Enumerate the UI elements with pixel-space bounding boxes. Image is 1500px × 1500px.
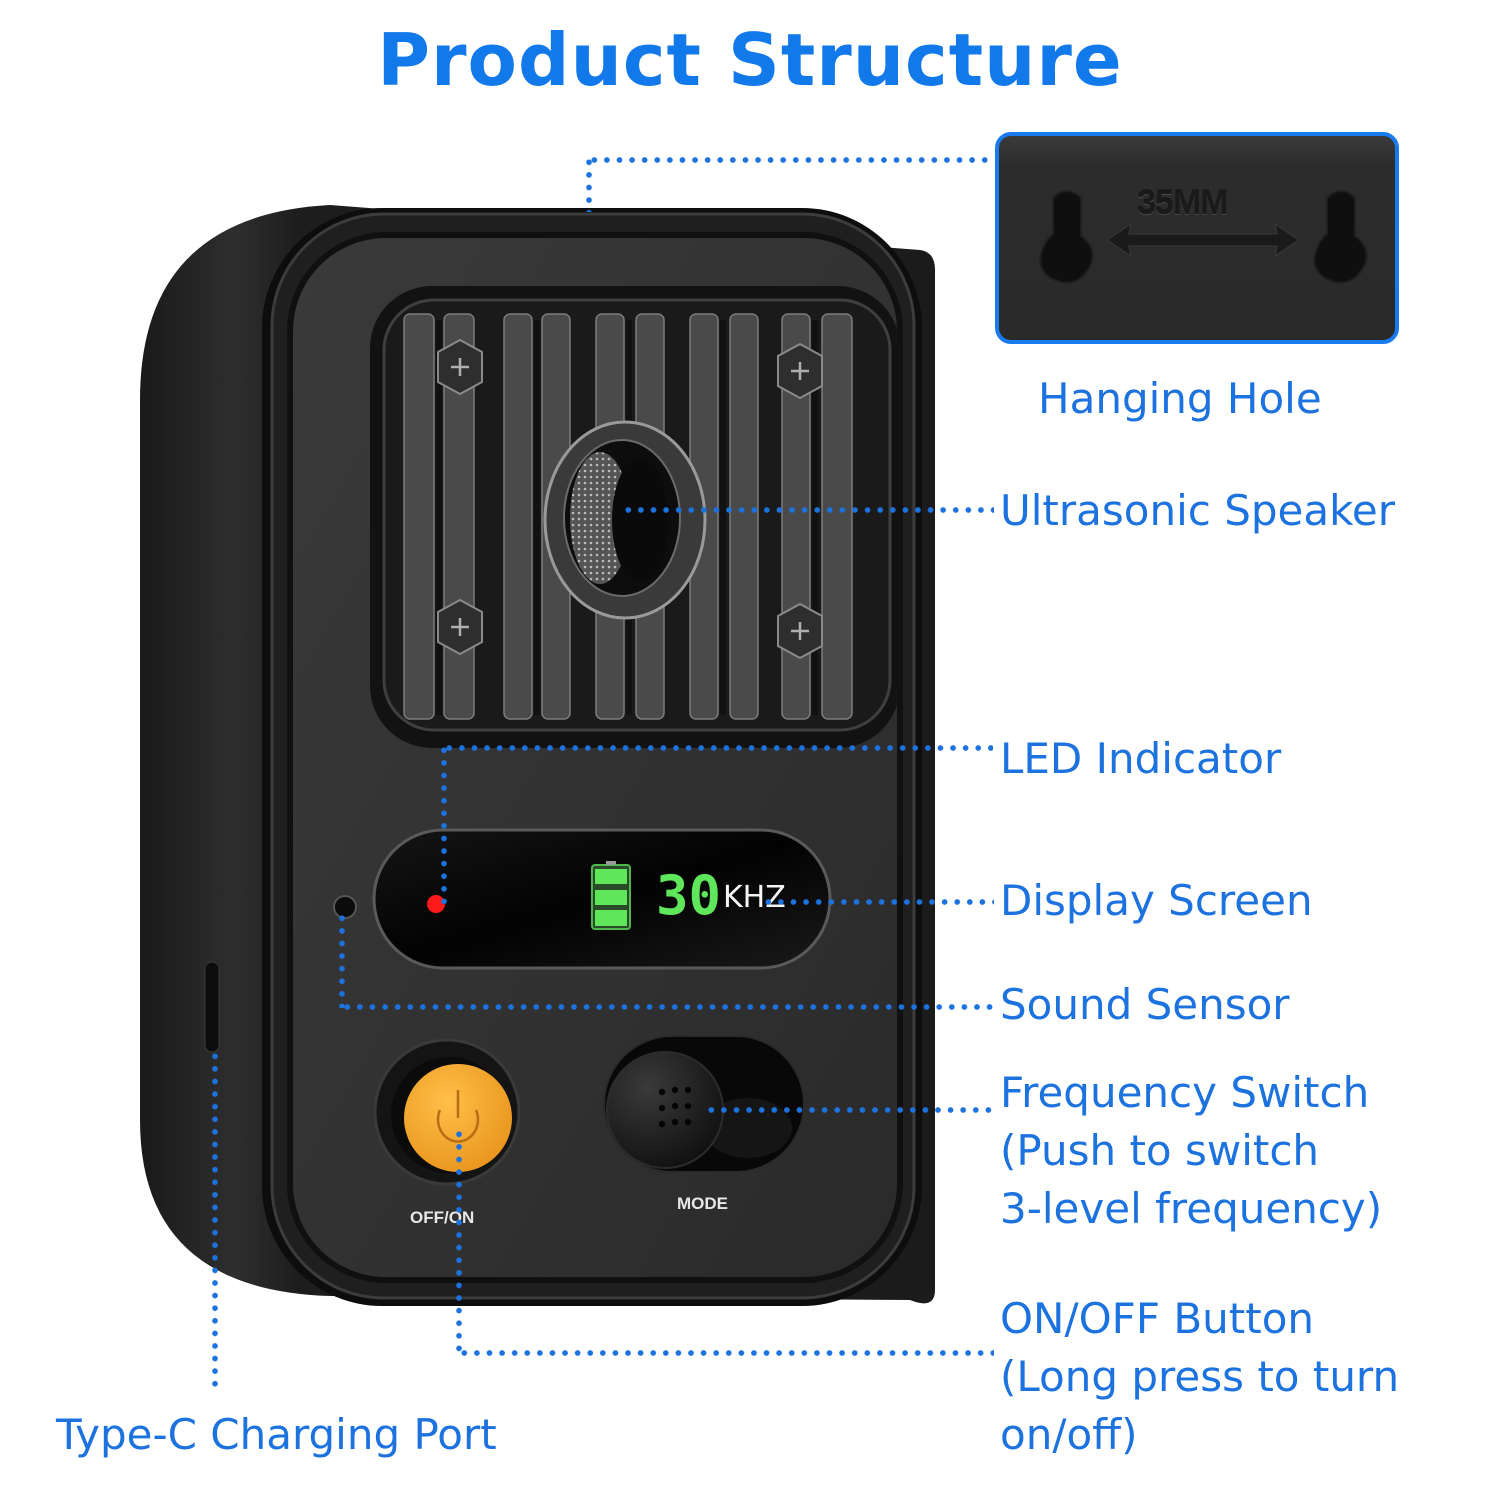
mode-switch-label: MODE bbox=[677, 1194, 728, 1213]
label-line: 3-level frequency) bbox=[1000, 1184, 1383, 1233]
sound-sensor bbox=[333, 895, 357, 919]
callout-line-sensor-vertical bbox=[339, 912, 345, 1008]
power-button bbox=[373, 1038, 521, 1186]
power-button-label: OFF/ON bbox=[410, 1208, 475, 1227]
label-sound-sensor: Sound Sensor bbox=[1000, 980, 1290, 1029]
label-ultrasonic-speaker: Ultrasonic Speaker bbox=[1000, 486, 1396, 535]
mm-marking: 35MM bbox=[1137, 184, 1228, 222]
callout-line-typec bbox=[212, 1050, 218, 1390]
label-frequency-switch: Frequency Switch (Push to switch 3-level… bbox=[1000, 1064, 1382, 1238]
callout-line-display bbox=[762, 899, 994, 905]
led-indicator bbox=[427, 895, 445, 913]
frequency-unit: KHZ bbox=[723, 880, 786, 915]
page-title: Product Structure bbox=[377, 18, 1123, 102]
double-arrow-icon bbox=[1106, 222, 1300, 258]
callout-line-led-vertical bbox=[441, 744, 447, 904]
label-led-indicator: LED Indicator bbox=[1000, 734, 1282, 783]
callout-line-hanging-vertical bbox=[586, 156, 592, 212]
label-line: (Push to switch bbox=[1000, 1126, 1320, 1175]
callout-line-sensor bbox=[341, 1004, 993, 1010]
callout-line-speaker bbox=[622, 507, 994, 513]
hanging-hole-label: Hanging Hole bbox=[1038, 374, 1322, 423]
callout-line-power bbox=[458, 1350, 994, 1356]
label-line: Frequency Switch bbox=[1000, 1068, 1370, 1117]
callout-line-led bbox=[443, 745, 993, 751]
callout-line-hanging bbox=[588, 157, 992, 163]
mode-switch bbox=[603, 1035, 805, 1173]
ultrasonic-speaker bbox=[543, 420, 707, 620]
label-line: (Long press to turn bbox=[1000, 1352, 1400, 1401]
hanging-hole-inset: 35MM bbox=[995, 132, 1399, 344]
keyhole-slots bbox=[1039, 190, 1368, 284]
label-on-off-button: ON/OFF Button (Long press to turn on/off… bbox=[1000, 1290, 1399, 1464]
frequency-value: 30 bbox=[656, 864, 722, 927]
type-c-port bbox=[204, 961, 220, 1053]
callout-line-frequency bbox=[705, 1107, 995, 1113]
label-display-screen: Display Screen bbox=[1000, 876, 1313, 925]
label-type-c-charging-port: Type-C Charging Port bbox=[56, 1410, 497, 1459]
label-line: ON/OFF Button bbox=[1000, 1294, 1315, 1343]
callout-line-power-vertical bbox=[456, 1128, 462, 1354]
label-line: on/off) bbox=[1000, 1410, 1138, 1459]
battery-full-icon bbox=[591, 861, 631, 930]
